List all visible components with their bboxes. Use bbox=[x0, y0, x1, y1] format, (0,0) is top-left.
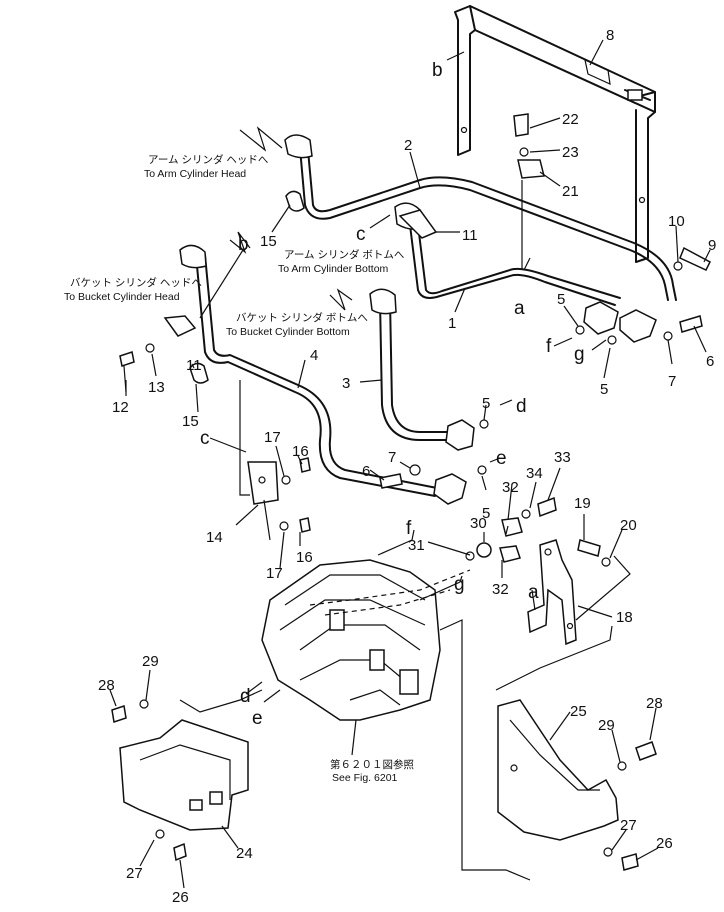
letter-f: f bbox=[406, 518, 412, 539]
pipe-1 bbox=[394, 202, 621, 306]
note-arm-bottom-jp: アーム シリンダ ボトムへ bbox=[284, 248, 404, 261]
callout-32: 32 bbox=[502, 479, 519, 496]
notes: アーム シリンダ ヘッドへ To Arm Cylinder Head アーム シ… bbox=[64, 153, 414, 784]
note-arm-head-jp: アーム シリンダ ヘッドへ bbox=[148, 153, 268, 166]
callout-17: 17 bbox=[264, 429, 281, 446]
pipe-3 bbox=[369, 288, 449, 441]
flanges bbox=[433, 301, 657, 505]
callout-31: 31 bbox=[408, 537, 425, 554]
note-bucket-bottom-jp: バケット シリンダ ボトムへ bbox=[236, 311, 368, 324]
callout-29: 29 bbox=[142, 653, 159, 670]
callout-27: 27 bbox=[126, 865, 143, 882]
note-arm-head-en: To Arm Cylinder Head bbox=[144, 168, 246, 180]
connection-letters: a a b b c c d d e e f f g g bbox=[200, 60, 585, 729]
letter-b: b bbox=[432, 60, 443, 81]
letter-g: g bbox=[574, 344, 585, 365]
callout-10: 10 bbox=[668, 213, 685, 230]
pipe-2 bbox=[284, 134, 677, 301]
callout-20: 20 bbox=[620, 517, 637, 534]
callout-5: 5 bbox=[482, 505, 490, 522]
callout-2: 2 bbox=[404, 137, 412, 154]
callout-17: 17 bbox=[266, 565, 283, 582]
letter-b: b bbox=[238, 234, 249, 255]
callout-7: 7 bbox=[388, 449, 396, 466]
callout-3: 3 bbox=[342, 375, 350, 392]
callout-19: 19 bbox=[574, 495, 591, 512]
callout-33: 33 bbox=[554, 449, 571, 466]
callout-26: 26 bbox=[656, 835, 673, 852]
letter-d: d bbox=[516, 396, 527, 417]
callout-4: 4 bbox=[310, 347, 318, 364]
callout-29: 29 bbox=[598, 717, 615, 734]
note-see-fig-en: See Fig. 6201 bbox=[332, 772, 398, 784]
callout-11: 11 bbox=[462, 227, 478, 244]
callout-28: 28 bbox=[646, 695, 663, 712]
callout-30: 30 bbox=[470, 515, 487, 532]
callout-1: 1 bbox=[448, 315, 456, 332]
callout-5: 5 bbox=[482, 395, 490, 412]
letter-e: e bbox=[496, 448, 507, 469]
pipe-4 bbox=[179, 244, 438, 497]
callout-23: 23 bbox=[562, 144, 579, 161]
letter-g: g bbox=[454, 574, 465, 595]
plate-25 bbox=[497, 699, 657, 871]
plate-24 bbox=[111, 699, 249, 862]
note-see-fig-jp: 第６２０１図参照 bbox=[330, 758, 414, 771]
callout-16: 16 bbox=[296, 549, 313, 566]
callout-26: 26 bbox=[172, 889, 189, 906]
callout-8: 8 bbox=[606, 27, 614, 44]
callout-27: 27 bbox=[620, 817, 637, 834]
callout-5: 5 bbox=[600, 381, 608, 398]
callout-6: 6 bbox=[362, 463, 370, 480]
letter-c: c bbox=[356, 224, 366, 245]
callout-9: 9 bbox=[708, 237, 716, 254]
control-valve bbox=[261, 559, 471, 721]
callout-14: 14 bbox=[206, 529, 223, 546]
leaders bbox=[109, 39, 711, 889]
callout-28: 28 bbox=[98, 677, 115, 694]
callout-32: 32 bbox=[492, 581, 509, 598]
callout-22: 22 bbox=[562, 111, 579, 128]
frame-bracket-8 bbox=[454, 5, 656, 263]
callout-24: 24 bbox=[236, 845, 253, 862]
note-bucket-bottom-en: To Bucket Cylinder Bottom bbox=[226, 326, 350, 338]
callout-21: 21 bbox=[562, 183, 579, 200]
callout-6: 6 bbox=[706, 353, 714, 370]
letter-c: c bbox=[200, 428, 210, 449]
callout-34: 34 bbox=[526, 465, 543, 482]
reference-lines bbox=[179, 126, 631, 881]
callout-11: 11 bbox=[186, 357, 202, 374]
callout-7: 7 bbox=[668, 373, 676, 390]
letter-a: a bbox=[514, 298, 525, 319]
callout-5: 5 bbox=[557, 291, 565, 308]
callout-15: 15 bbox=[182, 413, 199, 430]
note-bucket-head-en: To Bucket Cylinder Head bbox=[64, 291, 180, 303]
letter-f: f bbox=[546, 336, 552, 357]
letter-a: a bbox=[528, 582, 539, 603]
callout-12: 12 bbox=[112, 399, 129, 416]
callout-25: 25 bbox=[570, 703, 587, 720]
callout-13: 13 bbox=[148, 379, 165, 396]
letter-e: e bbox=[252, 708, 263, 729]
callout-18: 18 bbox=[616, 609, 633, 626]
note-arm-bottom-en: To Arm Cylinder Bottom bbox=[278, 263, 389, 275]
callout-15: 15 bbox=[260, 233, 277, 250]
callout-16: 16 bbox=[292, 443, 309, 460]
letter-d: d bbox=[240, 686, 251, 707]
note-bucket-head-jp: バケット シリンダ ヘッドへ bbox=[70, 276, 202, 289]
bracket-18 bbox=[527, 539, 577, 646]
callout-numbers: 1 2 3 4 5 5 5 5 6 6 7 7 8 9 10 11 11 12 … bbox=[98, 27, 716, 906]
